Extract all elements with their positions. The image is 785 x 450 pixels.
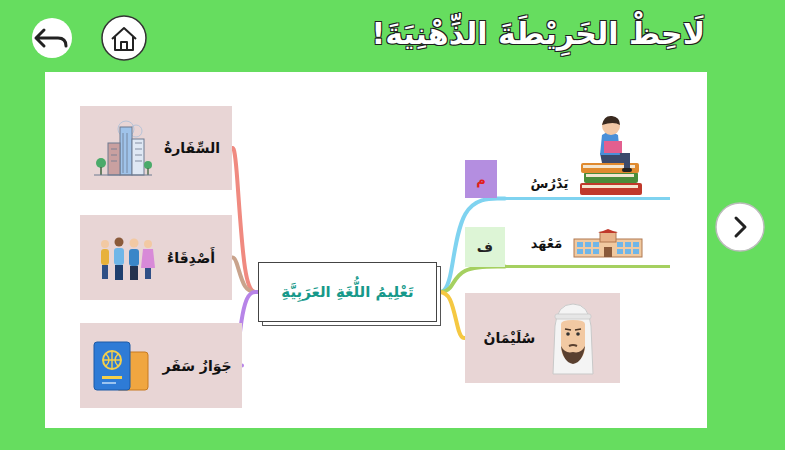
letter-tag: م	[465, 160, 497, 198]
passport-icon	[90, 338, 152, 394]
node-text: يَدْرُسُ	[531, 176, 569, 197]
node-text: مَعْهَد	[531, 236, 562, 251]
node-text: أَصْدِقَاءُ	[167, 250, 215, 266]
word-box: جَوَازُ سَفَر	[80, 323, 242, 408]
next-button	[716, 203, 764, 251]
topic-box: تَعْلِيمُ اللُّغَةِ العَرَبِيَّةِ	[258, 262, 437, 322]
home-button	[102, 16, 146, 60]
node-text: تَعْلِيمُ اللُّغَةِ العَرَبِيَّةِ	[281, 283, 413, 301]
school-building-icon	[572, 229, 644, 259]
branch-connector	[437, 199, 505, 293]
branch-connector	[232, 148, 258, 292]
node-text: جَوَازُ سَفَر	[162, 358, 231, 374]
white-panel	[45, 72, 707, 428]
branch-connector	[232, 258, 258, 293]
branch-label: يَدْرُسُ	[505, 112, 670, 200]
page-title: لَاحِظْ الخَرِيْطَةَ الذِّهْنِيَةَ!	[371, 16, 705, 51]
node-text: سُلَيْمَانُ	[484, 330, 536, 346]
branch-label: مَعْهَد	[505, 222, 670, 268]
word-box: السِّفَارةُ	[80, 106, 232, 190]
node-text: السِّفَارةُ	[164, 140, 220, 156]
boy-on-books-icon	[578, 113, 644, 197]
man-face-icon	[545, 300, 601, 376]
word-box: سُلَيْمَانُ	[465, 293, 620, 383]
branch-connector	[437, 292, 465, 338]
embassy-building-icon	[92, 117, 154, 179]
word-box: أَصْدِقَاءُ	[80, 215, 232, 300]
branch-connector	[437, 267, 505, 293]
back-button	[32, 18, 72, 58]
friends-group-icon	[97, 234, 157, 282]
letter-tag: ف	[465, 227, 505, 267]
node-text: ف	[477, 239, 493, 255]
node-text: م	[476, 172, 486, 187]
